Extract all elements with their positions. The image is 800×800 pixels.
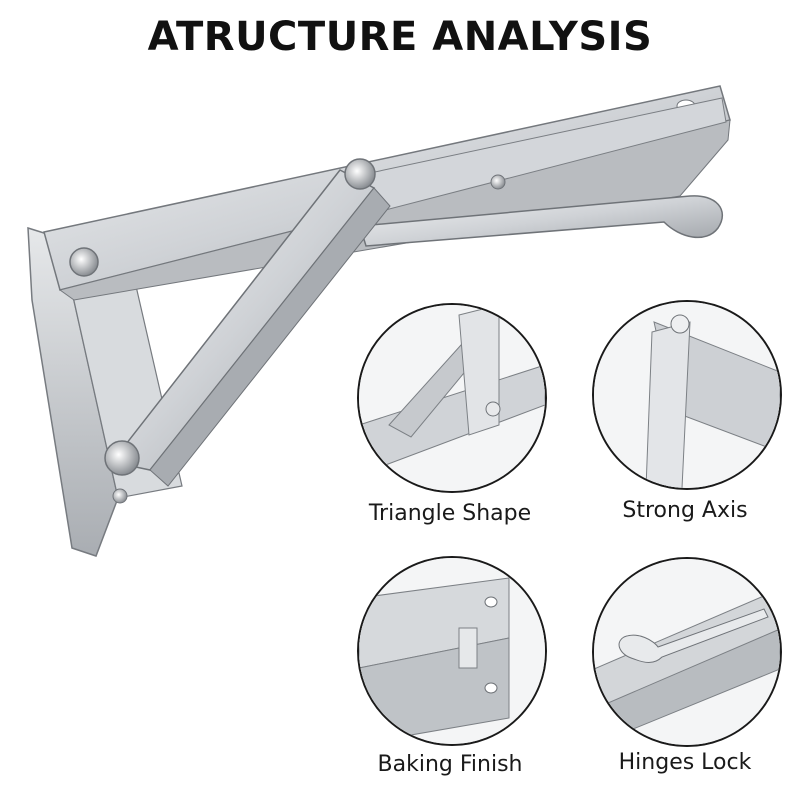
- caption-hinges-lock: Hinges Lock: [618, 750, 752, 775]
- caption-strong-axis: Strong Axis: [622, 498, 748, 523]
- triangle-shape-closeup: [357, 303, 547, 493]
- baking-finish-closeup: [357, 556, 547, 746]
- page-title: ATRUCTURE ANALYSIS: [147, 14, 653, 60]
- hinges-lock-closeup: [592, 557, 782, 747]
- hinges-lock-icon: [594, 559, 780, 745]
- baking-finish-icon: [359, 558, 545, 744]
- strong-axis-icon: [594, 302, 780, 488]
- caption-baking-finish: Baking Finish: [377, 752, 523, 777]
- strong-axis-closeup: [592, 300, 782, 490]
- caption-triangle-shape: Triangle Shape: [368, 501, 532, 526]
- folding-bracket-image: [27, 85, 731, 557]
- triangle-shape-icon: [359, 305, 545, 491]
